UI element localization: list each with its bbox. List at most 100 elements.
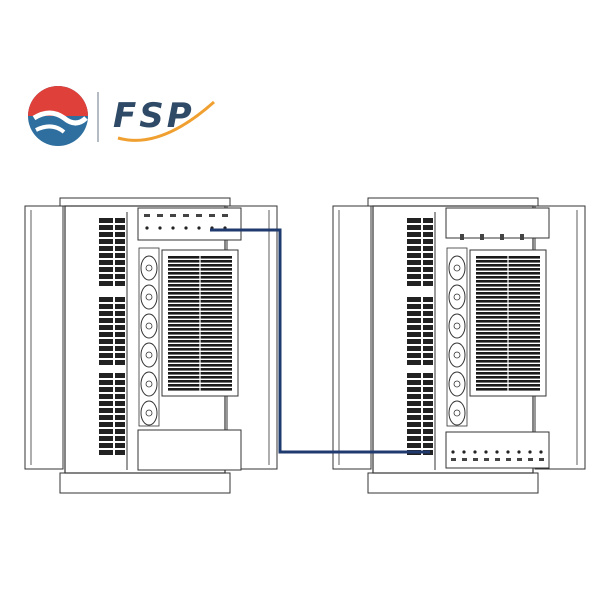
port-block bbox=[99, 353, 113, 358]
splice-port bbox=[462, 450, 466, 454]
splice-module bbox=[137, 207, 242, 241]
port-block bbox=[115, 339, 125, 344]
port-block bbox=[115, 325, 125, 330]
port-block bbox=[407, 253, 421, 258]
port-block bbox=[99, 318, 113, 323]
logo-emblem bbox=[28, 86, 88, 146]
port-block bbox=[423, 353, 433, 358]
port-block bbox=[423, 443, 433, 448]
port-block bbox=[423, 387, 433, 392]
splice-port bbox=[484, 450, 488, 454]
port-block bbox=[99, 325, 113, 330]
port-block bbox=[407, 225, 421, 230]
port-block bbox=[407, 346, 421, 351]
port-block bbox=[115, 429, 125, 434]
port-block bbox=[423, 339, 433, 344]
cabinet-top-cap bbox=[367, 197, 539, 207]
port-block bbox=[115, 394, 125, 399]
port-block bbox=[407, 304, 421, 309]
port-block bbox=[115, 408, 125, 413]
splice-port bbox=[473, 450, 477, 454]
port-block bbox=[115, 346, 125, 351]
port-block bbox=[423, 394, 433, 399]
port-block bbox=[99, 239, 113, 244]
port-block bbox=[407, 281, 421, 286]
port-block bbox=[115, 225, 125, 230]
port-block bbox=[115, 422, 125, 427]
port-block bbox=[115, 436, 125, 441]
port-block bbox=[423, 225, 433, 230]
port-block bbox=[407, 246, 421, 251]
splice-port bbox=[145, 226, 149, 230]
port-block bbox=[115, 311, 125, 316]
splice-port bbox=[539, 450, 543, 454]
port-block bbox=[407, 218, 421, 223]
port-block bbox=[423, 360, 433, 365]
port-block bbox=[115, 353, 125, 358]
port-block bbox=[99, 225, 113, 230]
port-block bbox=[99, 218, 113, 223]
port-block bbox=[423, 267, 433, 272]
port-block bbox=[99, 360, 113, 365]
port-block bbox=[99, 408, 113, 413]
port-block bbox=[115, 297, 125, 302]
port-block bbox=[407, 353, 421, 358]
port-block bbox=[423, 246, 433, 251]
cabinet-plinth bbox=[367, 472, 539, 494]
splice-port bbox=[184, 226, 188, 230]
port-block bbox=[99, 311, 113, 316]
port-block bbox=[115, 267, 125, 272]
port-block bbox=[423, 422, 433, 427]
port-block bbox=[115, 246, 125, 251]
port-block bbox=[99, 380, 113, 385]
splice-port bbox=[506, 450, 510, 454]
port-block bbox=[115, 332, 125, 337]
port-block bbox=[115, 401, 125, 406]
port-block bbox=[99, 422, 113, 427]
port-block bbox=[407, 436, 421, 441]
port-block bbox=[99, 267, 113, 272]
port-block bbox=[407, 429, 421, 434]
port-block bbox=[99, 260, 113, 265]
port-block bbox=[115, 415, 125, 420]
port-block bbox=[423, 311, 433, 316]
port-block bbox=[423, 274, 433, 279]
port-block bbox=[423, 281, 433, 286]
port-block bbox=[423, 408, 433, 413]
port-block bbox=[99, 332, 113, 337]
port-block bbox=[423, 253, 433, 258]
splice-port bbox=[197, 226, 201, 230]
port-block bbox=[115, 218, 125, 223]
lower-tray bbox=[137, 429, 242, 471]
port-block bbox=[423, 332, 433, 337]
port-block bbox=[423, 346, 433, 351]
splice-port bbox=[517, 450, 521, 454]
port-block bbox=[99, 450, 113, 455]
port-block bbox=[423, 318, 433, 323]
port-block bbox=[423, 218, 433, 223]
cabinet-left bbox=[24, 197, 278, 494]
port-block bbox=[115, 274, 125, 279]
port-block bbox=[115, 232, 125, 237]
ring-panel bbox=[138, 247, 160, 427]
port-block bbox=[115, 360, 125, 365]
port-block bbox=[407, 318, 421, 323]
port-block bbox=[423, 297, 433, 302]
port-block bbox=[99, 387, 113, 392]
port-block bbox=[423, 260, 433, 265]
splice-module bbox=[445, 431, 550, 469]
port-block bbox=[423, 436, 433, 441]
port-block bbox=[407, 325, 421, 330]
port-block bbox=[407, 408, 421, 413]
port-block bbox=[115, 281, 125, 286]
port-block bbox=[115, 239, 125, 244]
port-block bbox=[407, 332, 421, 337]
port-block bbox=[115, 304, 125, 309]
splice-port bbox=[495, 450, 499, 454]
port-block bbox=[423, 401, 433, 406]
port-block bbox=[407, 297, 421, 302]
upper-tray bbox=[445, 207, 550, 239]
port-block bbox=[99, 373, 113, 378]
port-block bbox=[423, 373, 433, 378]
